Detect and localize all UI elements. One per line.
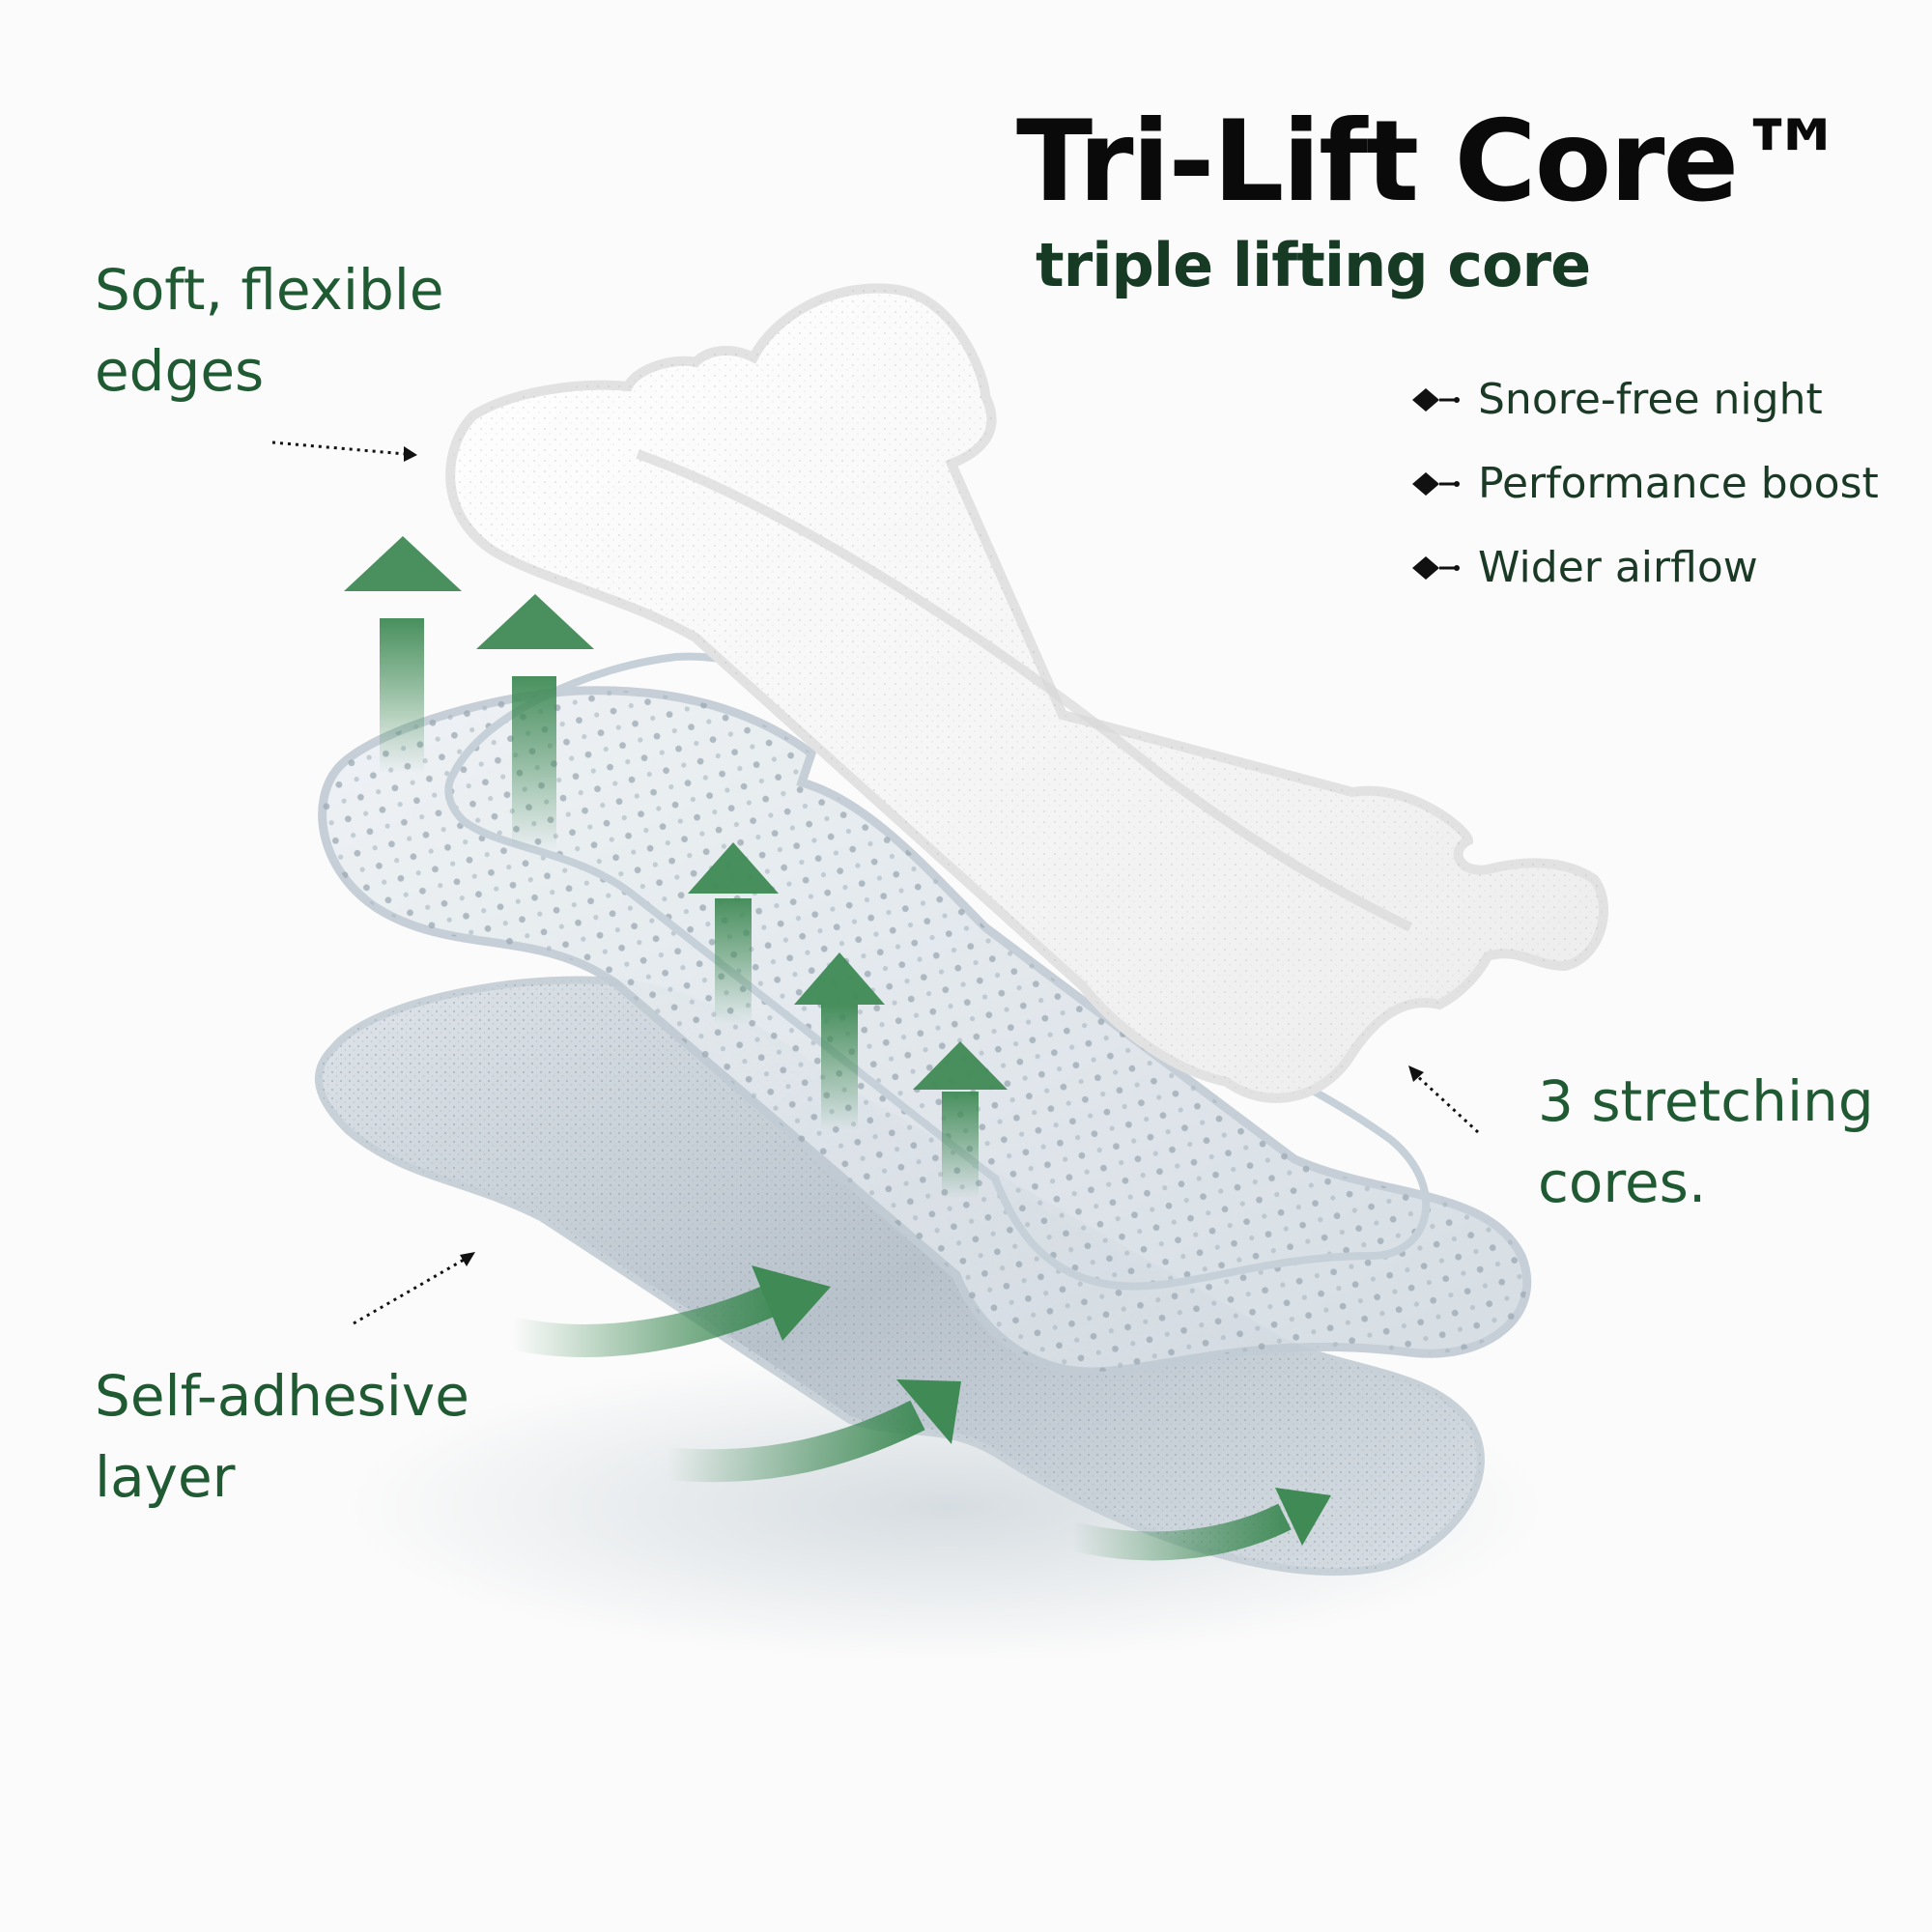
callout-line: Self-adhesive [95,1363,469,1429]
callout-stretching-cores: 3 stretching cores. [1538,1061,1874,1223]
up-arrow-icon [913,1041,1008,1198]
dotted-pointer-icon [1408,1065,1480,1134]
callout-line: edges [95,338,265,404]
feature-item: Wider airflow [1408,526,1879,610]
callout-line: 3 stretching [1538,1068,1874,1134]
diamond-bullet-icon [1412,387,1460,412]
callout-line: layer [95,1444,236,1510]
callout-self-adhesive: Self-adhesive layer [95,1355,469,1518]
callout-line: Soft, flexible [95,257,444,323]
feature-text: Wider airflow [1478,543,1758,592]
up-arrow-icon [688,842,779,1024]
page-title: Tri-Lift Core™ [1016,97,1849,227]
feature-text: Snore-free night [1478,375,1823,424]
callout-soft-edges: Soft, flexible edges [95,249,444,412]
top-white-strip [445,283,1608,1103]
dotted-pointer-icon [353,1252,475,1325]
feature-text: Performance boost [1478,459,1879,508]
curved-arrow-icon [508,1265,831,1357]
curved-arrow-icon [1068,1488,1331,1561]
perforated-middle-layer [318,652,1532,1377]
page-subtitle: triple lifting core [1036,230,1591,300]
up-arrow-icon [344,536,462,773]
callout-line: cores. [1538,1150,1707,1215]
curved-arrow-icon [665,1379,961,1483]
feature-item: Snore-free night [1408,357,1879,441]
up-arrow-icon [476,594,594,850]
dotted-pointer-icon [271,440,417,462]
feature-item: Performance boost [1408,441,1879,526]
diamond-bullet-icon [1412,555,1460,580]
diamond-bullet-icon [1412,471,1460,496]
feature-list: Snore-free night Performance boost Wider… [1408,357,1879,610]
up-arrow-icon [794,952,885,1130]
